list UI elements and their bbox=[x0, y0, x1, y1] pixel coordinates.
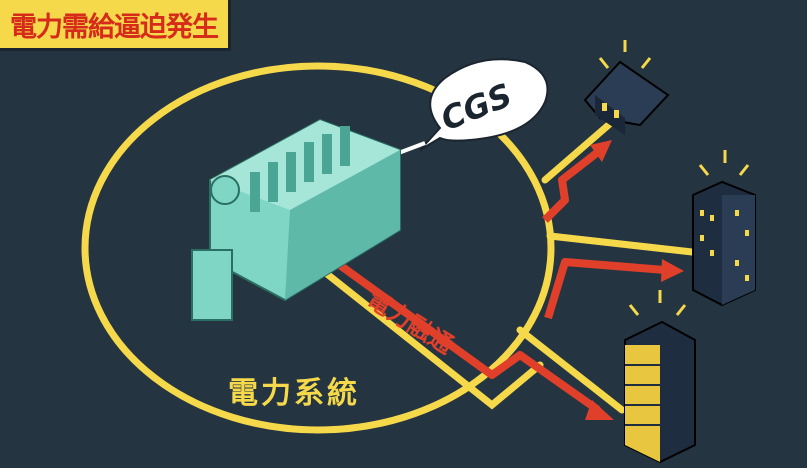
power-grid-label: 電力系統 bbox=[228, 376, 360, 411]
alert-banner: 電力需給逼迫発生 bbox=[0, 0, 231, 51]
tower-building-icon bbox=[624, 290, 696, 464]
grid-lines bbox=[318, 118, 696, 414]
generator-icon bbox=[191, 118, 401, 321]
power-flow-arrows bbox=[327, 148, 666, 414]
office-building-icon bbox=[692, 150, 756, 307]
banner-title: 電力需給逼迫発生 bbox=[10, 11, 219, 43]
arrow-heads bbox=[585, 140, 684, 420]
house-icon bbox=[583, 40, 670, 135]
power-grid-ellipse bbox=[81, 62, 555, 434]
